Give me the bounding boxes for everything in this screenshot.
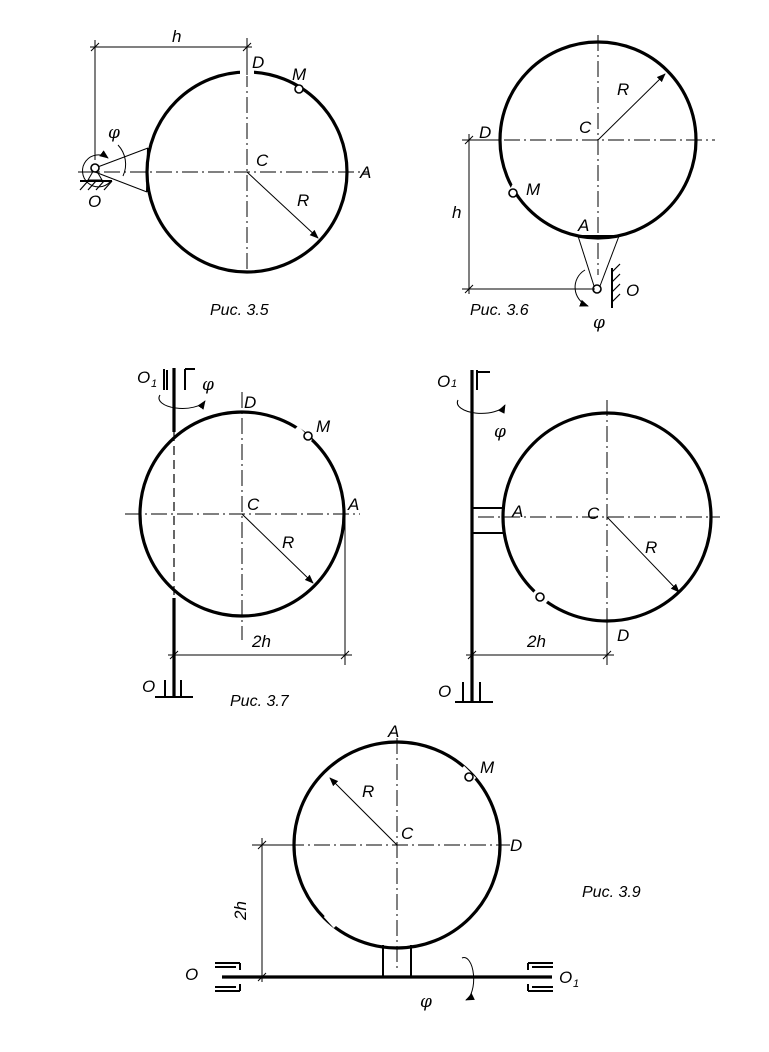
label-m: M bbox=[316, 417, 331, 436]
label-h: h bbox=[172, 27, 181, 46]
pivot-point bbox=[90, 163, 100, 173]
rotation-arrow bbox=[461, 957, 475, 1001]
label-o: O bbox=[185, 965, 198, 984]
label-a: A bbox=[511, 502, 523, 521]
label-d: D bbox=[244, 393, 256, 412]
label-m: M bbox=[480, 758, 495, 777]
label-phi: φ bbox=[202, 375, 214, 395]
label-c: C bbox=[579, 118, 592, 137]
label-o: O bbox=[626, 281, 639, 300]
point-m bbox=[464, 772, 474, 782]
label-r: R bbox=[645, 538, 657, 557]
rotation-arrow bbox=[574, 269, 589, 307]
support-rod-upper bbox=[94, 147, 149, 169]
rotation-arrow bbox=[158, 394, 206, 410]
label-o1: O bbox=[559, 968, 572, 987]
point-m bbox=[535, 592, 545, 602]
label-o1-sub: 1 bbox=[151, 378, 157, 390]
radius-arrow bbox=[246, 171, 319, 239]
radius-arrow bbox=[241, 513, 314, 584]
label-o1: O bbox=[137, 368, 150, 387]
label-o1-sub: 1 bbox=[573, 978, 579, 990]
label-phi: φ bbox=[420, 992, 432, 1012]
rotation-arrow bbox=[82, 150, 111, 188]
label-m: M bbox=[526, 180, 541, 199]
label-o: O bbox=[438, 682, 451, 701]
figure-3-6: R C D M h A O φ Рис. 3.6 bbox=[452, 35, 715, 333]
figure-3-7: O 1 φ D M C A R 2h O Рис. 3.7 bbox=[125, 368, 360, 710]
label-o1-sub: 1 bbox=[451, 378, 457, 390]
label-phi: φ bbox=[108, 123, 120, 143]
support-plate bbox=[146, 147, 149, 193]
top-bearing bbox=[476, 370, 490, 390]
label-m: M bbox=[292, 65, 307, 84]
figure-3-9: A M R C D 2h O O 1 φ Рис. 3.9 bbox=[185, 722, 641, 1012]
caption-3-5: Рис. 3.5 bbox=[210, 302, 269, 319]
caption-3-6: Рис. 3.6 bbox=[470, 302, 529, 319]
label-2h: 2h bbox=[526, 632, 546, 651]
label-o: O bbox=[142, 677, 155, 696]
label-r: R bbox=[297, 191, 309, 210]
label-d: D bbox=[479, 123, 491, 142]
caption-3-9: Рис. 3.9 bbox=[582, 884, 641, 901]
top-bearing bbox=[163, 368, 195, 390]
figure-3-8: O 1 φ A C R 2h D O bbox=[437, 370, 720, 703]
point-m bbox=[508, 188, 518, 198]
label-2h: 2h bbox=[231, 901, 250, 921]
label-phi: φ bbox=[593, 313, 605, 333]
label-c: C bbox=[256, 151, 269, 170]
label-r: R bbox=[362, 782, 374, 801]
radius-arrow bbox=[329, 777, 398, 846]
support-rod-lower bbox=[94, 171, 148, 193]
point-m bbox=[303, 431, 313, 441]
label-a: A bbox=[359, 163, 371, 182]
rotation-arrow bbox=[456, 399, 506, 414]
label-r: R bbox=[617, 80, 629, 99]
label-h: h bbox=[452, 203, 461, 222]
label-r: R bbox=[282, 533, 294, 552]
angle-arc bbox=[117, 144, 127, 177]
support-rod-right bbox=[599, 235, 620, 287]
label-c: C bbox=[587, 504, 600, 523]
label-phi: φ bbox=[494, 422, 506, 442]
label-d: D bbox=[617, 626, 629, 645]
label-d: D bbox=[252, 53, 264, 72]
label-c: C bbox=[247, 495, 260, 514]
figure-3-5: h D M C A R O φ Рис. 3.5 bbox=[78, 27, 371, 319]
caption-3-7: Рис. 3.7 bbox=[230, 693, 290, 710]
label-d: D bbox=[510, 836, 522, 855]
ring bbox=[138, 410, 346, 618]
left-bearing bbox=[215, 962, 241, 992]
label-a: A bbox=[347, 495, 359, 514]
label-o1: O bbox=[437, 372, 450, 391]
label-o: O bbox=[88, 192, 101, 211]
support-rod-left bbox=[577, 235, 595, 287]
label-a: A bbox=[387, 722, 399, 741]
label-c: C bbox=[401, 824, 414, 843]
radius-arrow bbox=[606, 516, 680, 593]
point-m bbox=[294, 84, 304, 94]
right-bearing bbox=[527, 962, 553, 992]
label-a: A bbox=[577, 216, 589, 235]
radius-arrow bbox=[597, 73, 666, 141]
label-2h: 2h bbox=[251, 632, 271, 651]
